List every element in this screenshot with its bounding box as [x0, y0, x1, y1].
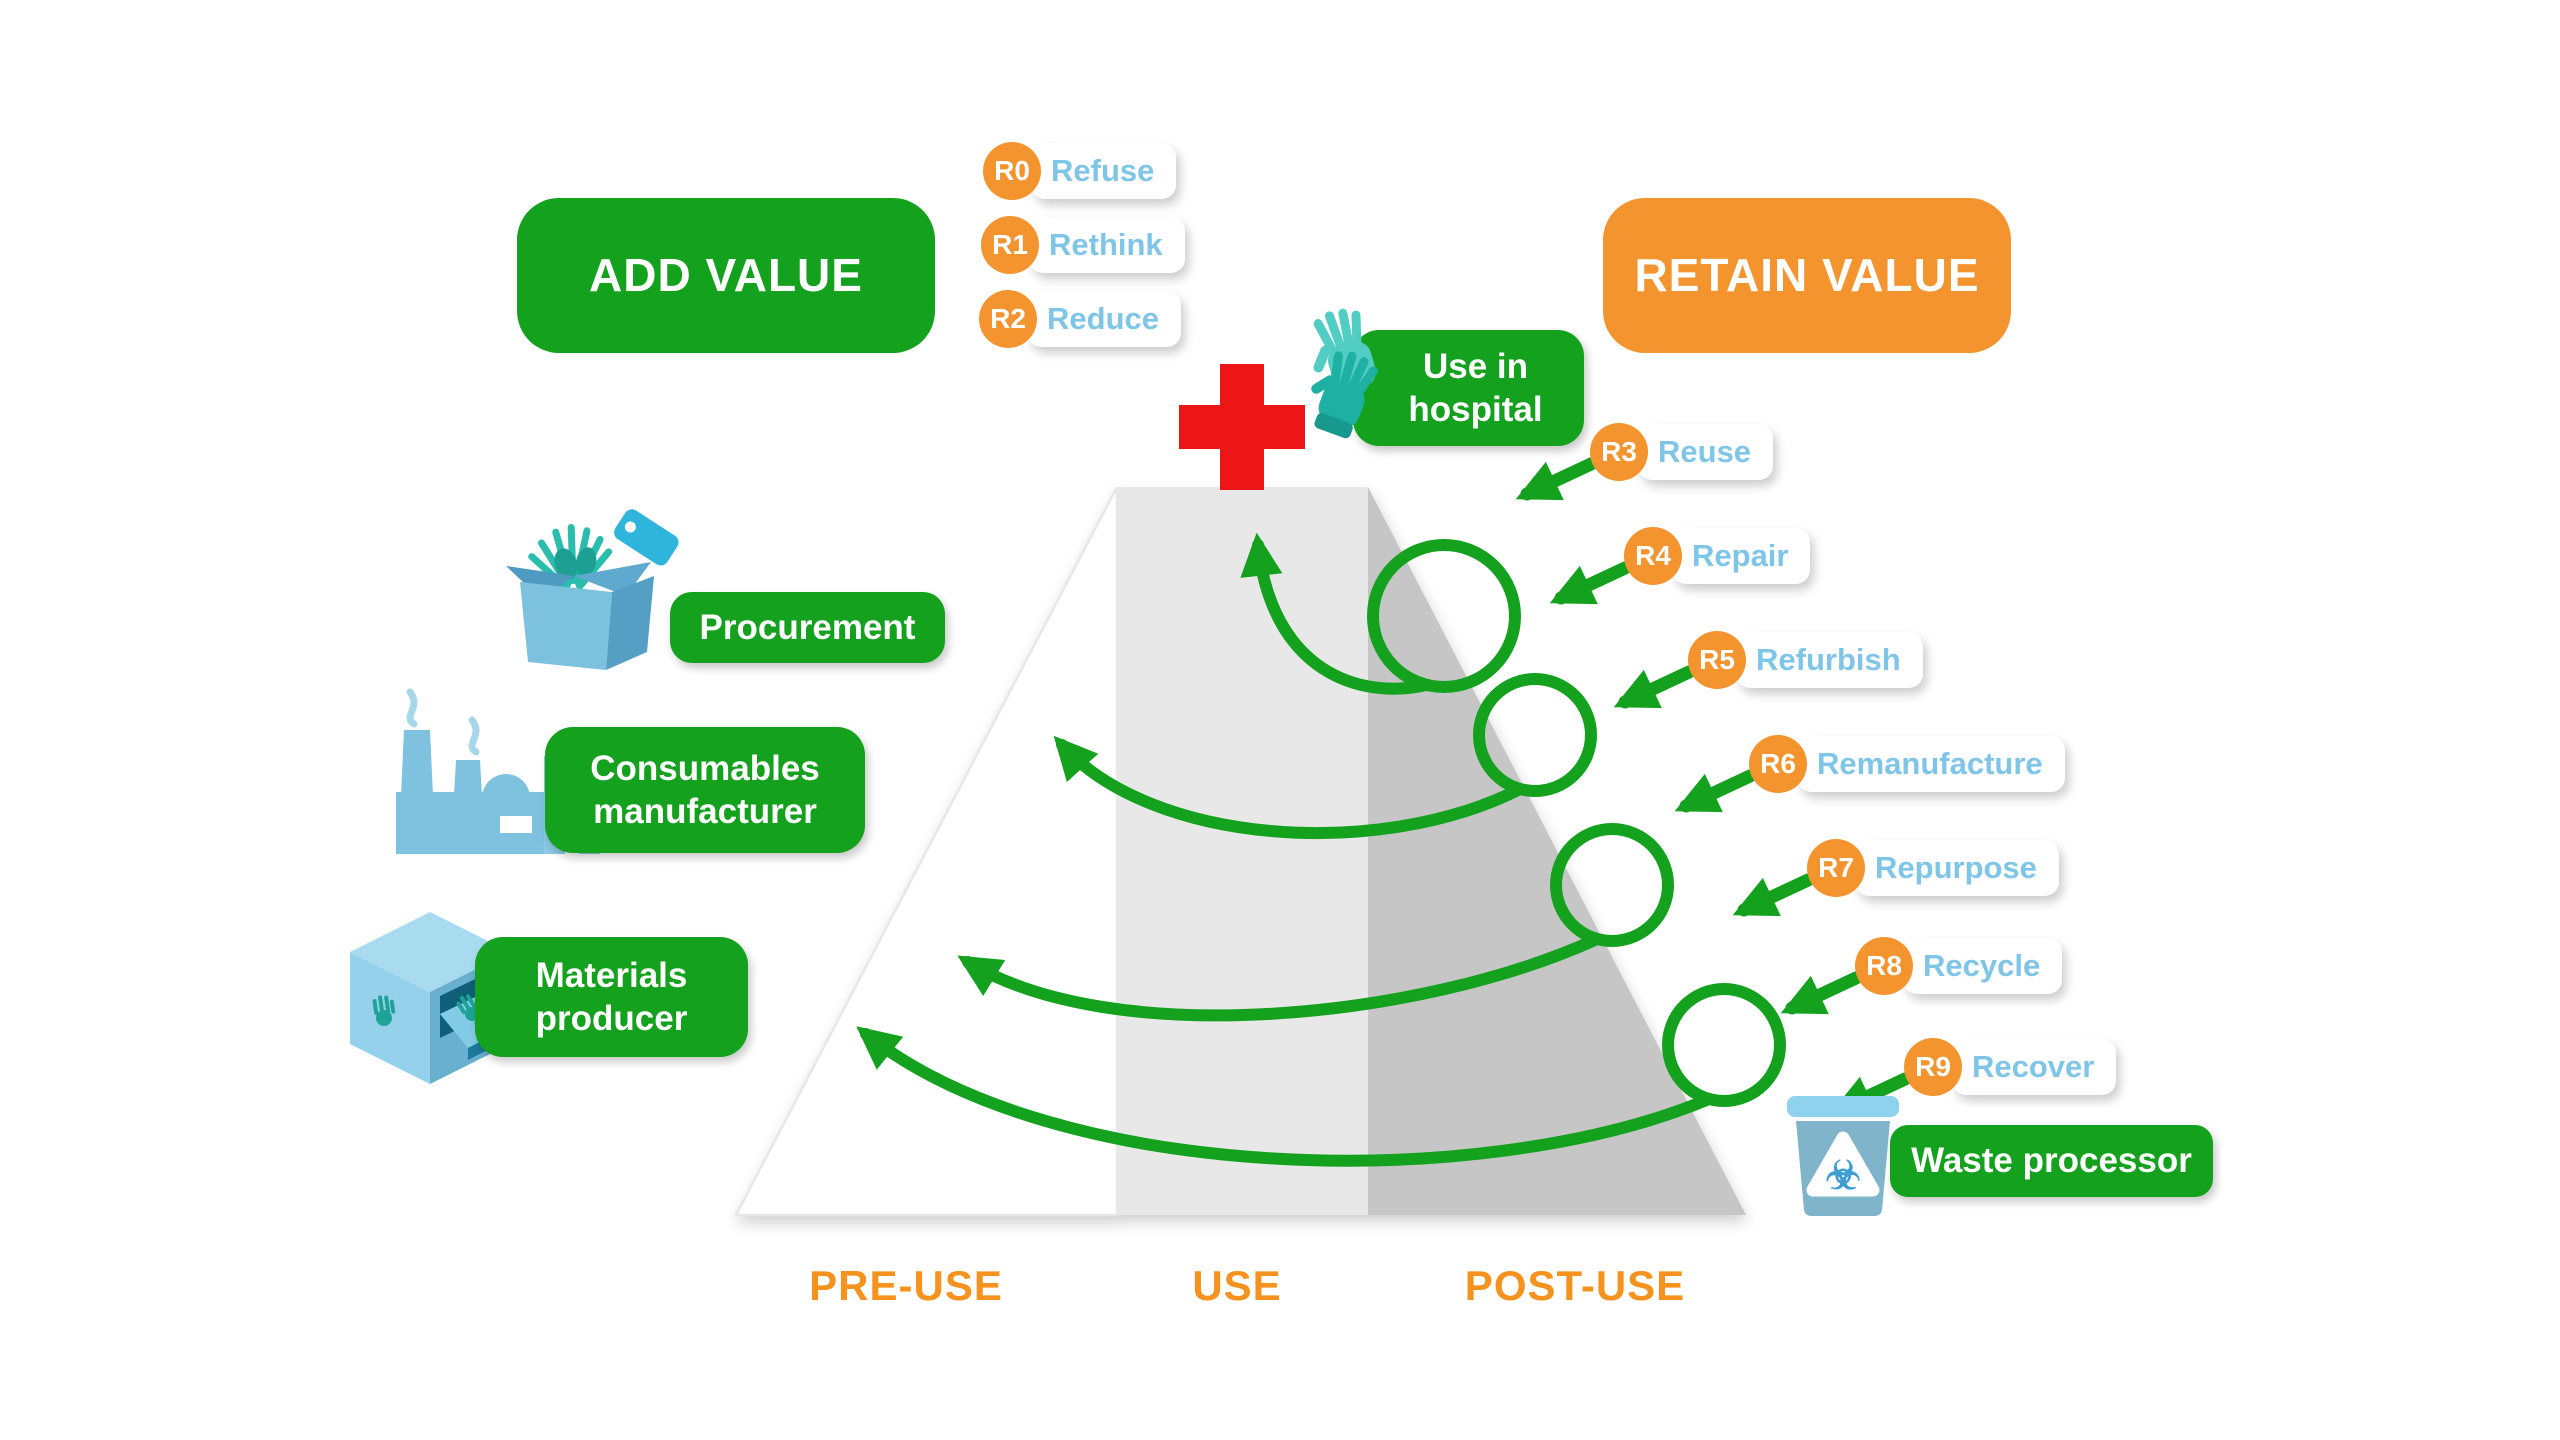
add-value-label: ADD VALUE — [589, 248, 863, 301]
materials-line2: producer — [535, 999, 688, 1038]
r-step-r9: R9 Recover — [1904, 1038, 2117, 1096]
loop-arc-to-manufacturer — [957, 933, 1603, 1022]
red-cross-icon — [1179, 364, 1305, 490]
r7-arrow — [1732, 873, 1815, 917]
r-step-r1: R1 Rethink — [981, 216, 1185, 274]
procurement-badge: Procurement — [670, 592, 945, 663]
r4-badge: R4 — [1624, 527, 1682, 585]
open-box — [506, 562, 654, 670]
r-step-r8: R8 Recycle — [1855, 937, 2063, 995]
materials-line1: Materials — [535, 955, 688, 995]
biohazard-bin-icon: ☣ — [1787, 1096, 1899, 1216]
r-step-r3: R3 Reuse — [1590, 423, 1774, 481]
r7-label: Repurpose — [1855, 840, 2059, 896]
lifecycle-pyramid — [733, 486, 1746, 1217]
materials-machine-icon — [350, 912, 526, 1084]
materials-producer-badge: Materials producer — [475, 937, 748, 1057]
r9-label: Recover — [1952, 1039, 2117, 1095]
r1-label: Rethink — [1029, 217, 1185, 273]
stage-label-post-use: POST-USE — [1464, 1262, 1686, 1309]
use-in-hospital-badge: Use in hospital — [1353, 330, 1584, 446]
surgical-gloves-icon — [1311, 308, 1378, 439]
loop-circle-2 — [1473, 673, 1597, 797]
consumables-line1: Consumables — [590, 748, 820, 788]
r3-arrow — [1515, 457, 1598, 501]
glove-front — [1311, 351, 1378, 439]
r0-badge: R0 — [983, 142, 1041, 200]
r6-arrow — [1674, 769, 1757, 813]
consumables-line2: manufacturer — [593, 792, 817, 831]
r-step-r0: R0 Refuse — [983, 142, 1177, 200]
return-loop-arcs — [856, 532, 1786, 1167]
r7-badge: R7 — [1807, 839, 1865, 897]
loop-arc-to-procurement — [1053, 735, 1526, 839]
retain-value-title-badge: RETAIN VALUE — [1603, 198, 2011, 353]
use-in-hospital-line2: hospital — [1408, 390, 1543, 429]
r5-badge: R5 — [1688, 631, 1746, 689]
r2-badge: R2 — [979, 290, 1037, 348]
r6-label: Remanufacture — [1797, 736, 2065, 792]
r9-badge: R9 — [1904, 1038, 1962, 1096]
stage-label-use: USE — [1192, 1262, 1282, 1309]
pyramid-use-section — [1117, 487, 1368, 1215]
loop-circle-4 — [1662, 983, 1786, 1107]
r3-badge: R3 — [1590, 423, 1648, 481]
r5-label: Refurbish — [1736, 632, 1923, 688]
r4-label: Repair — [1672, 528, 1811, 584]
r4-arrow — [1549, 561, 1632, 605]
r6-badge: R6 — [1749, 735, 1807, 793]
r8-label: Recycle — [1903, 938, 2063, 994]
add-value-title-badge: ADD VALUE — [517, 198, 935, 353]
consumables-manufacturer-badge: Consumables manufacturer — [545, 727, 865, 853]
r-step-r4: R4 Repair — [1624, 527, 1811, 585]
pyramid-post-use-section — [1368, 487, 1746, 1215]
use-in-hospital-line1: Use in — [1422, 346, 1529, 386]
loop-arc-to-producer — [856, 1026, 1715, 1167]
r-step-r2: R2 Reduce — [979, 290, 1181, 348]
procurement-label: Procurement — [699, 607, 916, 647]
biohazard-icon: ☣ — [1825, 1154, 1861, 1198]
loop-circle-3 — [1550, 823, 1674, 947]
waste-processor-label: Waste processor — [1911, 1141, 2192, 1181]
price-tag — [614, 509, 679, 566]
stage-label-pre-use: PRE-USE — [809, 1262, 1003, 1309]
retain-value-label: RETAIN VALUE — [1634, 248, 1980, 301]
loop-circle-1 — [1367, 539, 1521, 693]
r8-arrow — [1780, 971, 1863, 1015]
r2-label: Reduce — [1027, 291, 1181, 347]
r0-label: Refuse — [1031, 143, 1177, 199]
smoke-icon — [406, 688, 480, 756]
r8-badge: R8 — [1855, 937, 1913, 995]
r-step-r7: R7 Repurpose — [1807, 839, 2059, 897]
supply-box-with-tag-icon — [506, 509, 679, 670]
loop-arc-to-hospital — [1240, 532, 1432, 695]
factory-window — [500, 816, 532, 833]
r1-badge: R1 — [981, 216, 1039, 274]
waste-processor-badge: Waste processor — [1890, 1125, 2213, 1197]
r3-label: Reuse — [1638, 424, 1774, 480]
r-step-r6: R6 Remanufacture — [1749, 735, 2065, 793]
r5-arrow — [1613, 665, 1696, 709]
r-step-r5: R5 Refurbish — [1688, 631, 1923, 689]
